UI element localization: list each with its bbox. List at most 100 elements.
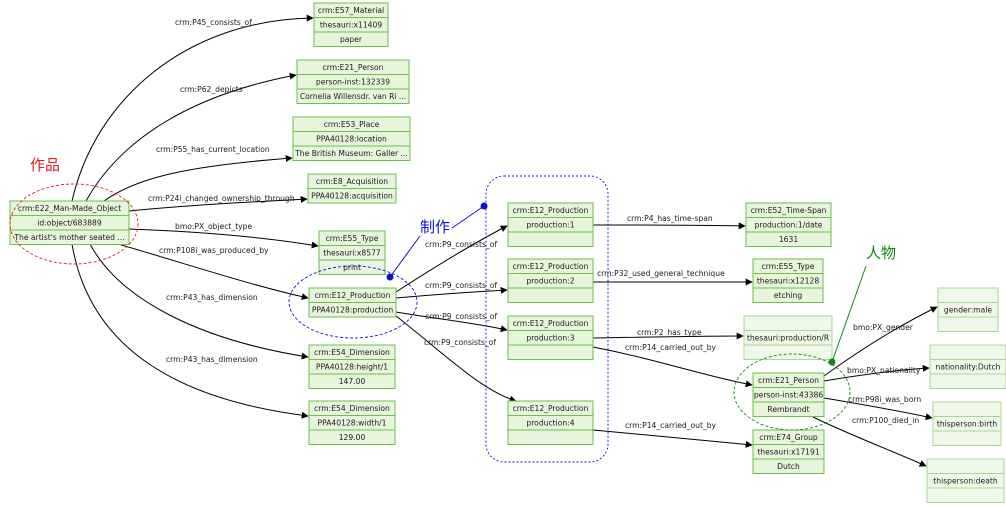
node-line: id:object/683889	[37, 218, 102, 227]
annotation-work: 作品	[30, 156, 60, 174]
edge-e14[interactable]: crm:P32_used_general_technique	[592, 269, 753, 286]
edge-e5[interactable]: bmo:PX_object_type	[128, 222, 319, 249]
edge-e4[interactable]: crm:P24i_changed_ownership_through	[128, 194, 308, 212]
node-birth[interactable]: thisperson:birth	[932, 401, 1002, 446]
node-box	[932, 401, 1002, 446]
nodes-layer: crm:E22_Man-Made_Objectid:object/683889T…	[9, 2, 1006, 503]
edge-e1[interactable]: crm:P45_consists_of	[71, 14, 314, 202]
edge-line	[128, 195, 308, 212]
node-box	[752, 258, 824, 303]
node-box	[745, 202, 832, 247]
node-thes[interactable]: thesauri:production/R	[743, 315, 833, 360]
edge-label: crm:P43_has_dimension	[166, 355, 258, 364]
node-gender[interactable]: gender:male	[937, 287, 999, 332]
node-line: The artist's mother seated ...	[13, 233, 124, 242]
edge-e8[interactable]: crm:P43_has_dimension	[71, 243, 309, 419]
edge-line	[823, 397, 933, 421]
node-box	[752, 372, 825, 417]
annotation-person: 人物	[866, 244, 896, 262]
node-nat[interactable]: nationality:Dutch	[929, 344, 1006, 389]
node-line: crm:E12_Production	[513, 319, 589, 328]
edge-e13[interactable]: crm:P4_has_time-span	[592, 214, 746, 230]
node-person1[interactable]: crm:E21_Personperson-inst:132339Cornelia…	[296, 59, 410, 104]
edge-line	[592, 332, 744, 340]
node-box	[507, 315, 594, 360]
edge-label: crm:P24i_changed_ownership_through	[148, 194, 295, 203]
node-box	[929, 344, 1006, 389]
edge-e20[interactable]: crm:P98i_was_born	[823, 395, 933, 421]
node-line: thesauri:production/R	[747, 333, 830, 342]
edge-label: crm:P62_depicts	[180, 85, 243, 94]
node-line: crm:E55_Type	[326, 234, 379, 243]
node-line: production:1/date	[755, 220, 823, 229]
edge-line	[71, 243, 309, 419]
edge-e9[interactable]: crm:P9_consists_of	[395, 225, 508, 293]
edge-e21[interactable]: crm:P100_died_in	[812, 416, 927, 467]
edge-e6[interactable]: crm:P108i_was_produced_by	[117, 243, 309, 301]
node-line: crm:E21_Person	[323, 63, 384, 72]
node-line: 129.00	[339, 433, 366, 442]
node-box	[292, 116, 411, 161]
node-type2[interactable]: crm:E55_Type thesauri:x12128 etching	[752, 258, 824, 303]
node-line: etching	[774, 291, 803, 300]
edge-e10[interactable]: crm:P9_consists_of	[395, 281, 508, 299]
edge-e17[interactable]: crm:P14_carried_out_by	[592, 421, 753, 448]
node-line: production:2	[526, 276, 574, 285]
edge-label: crm:P4_has_time-span	[627, 214, 713, 223]
edge-e16[interactable]: crm:P14_carried_out_by	[592, 343, 753, 388]
node-obj[interactable]: crm:E22_Man-Made_Objectid:object/683889T…	[9, 200, 130, 245]
node-line: Cornelia Willensdr. van Ri ...	[300, 92, 406, 101]
edge-e15[interactable]: crm:P2_has_type	[592, 328, 744, 340]
edge-e7[interactable]: crm:P43_has_dimension	[89, 243, 309, 360]
node-death[interactable]: thisperson:death	[926, 458, 1005, 503]
node-line: crm:E12_Production	[513, 404, 589, 413]
node-line: crm:E55_Type	[762, 262, 815, 271]
edge-line	[395, 315, 517, 403]
edge-label: crm:P14_carried_out_by	[625, 343, 717, 352]
edge-e2[interactable]: crm:P62_depicts	[85, 72, 297, 202]
node-box	[308, 400, 396, 445]
node-line: Dutch	[777, 462, 800, 471]
annotation-person-dot	[828, 358, 836, 366]
edge-e3[interactable]: crm:P55_has_current_location	[103, 145, 293, 202]
edge-label: crm:P9_consists_of	[424, 338, 496, 347]
edge-e12[interactable]: crm:P9_consists_of	[395, 315, 517, 403]
node-line: 1631	[779, 235, 798, 244]
edge-line	[395, 311, 508, 333]
edge-e11[interactable]: crm:P9_consists_of	[395, 311, 508, 333]
node-box	[507, 400, 594, 445]
node-line: crm:E54_Dimension	[314, 404, 390, 413]
edge-line	[395, 286, 508, 299]
edge-e19[interactable]: bmo:PX_nationality	[823, 364, 930, 382]
edge-line	[823, 364, 930, 382]
node-line: PPA40128:height/1	[316, 362, 388, 371]
edge-label: crm:P32_used_general_technique	[597, 269, 725, 278]
node-line: production:1	[526, 220, 574, 229]
node-line: thesauri:x12128	[757, 276, 819, 285]
edge-line	[592, 346, 753, 388]
node-box	[296, 59, 410, 104]
node-box	[9, 200, 130, 245]
node-line: print	[343, 263, 361, 272]
edge-line	[592, 429, 753, 448]
edge-label: crm:P43_has_dimension	[166, 293, 258, 302]
node-line: thisperson:death	[933, 476, 998, 485]
node-line: The British Museum: Galler ...	[294, 149, 408, 158]
edge-line	[85, 72, 297, 202]
node-line: crm:E12_Production	[315, 291, 391, 300]
node-line: nationality:Dutch	[936, 362, 1001, 371]
